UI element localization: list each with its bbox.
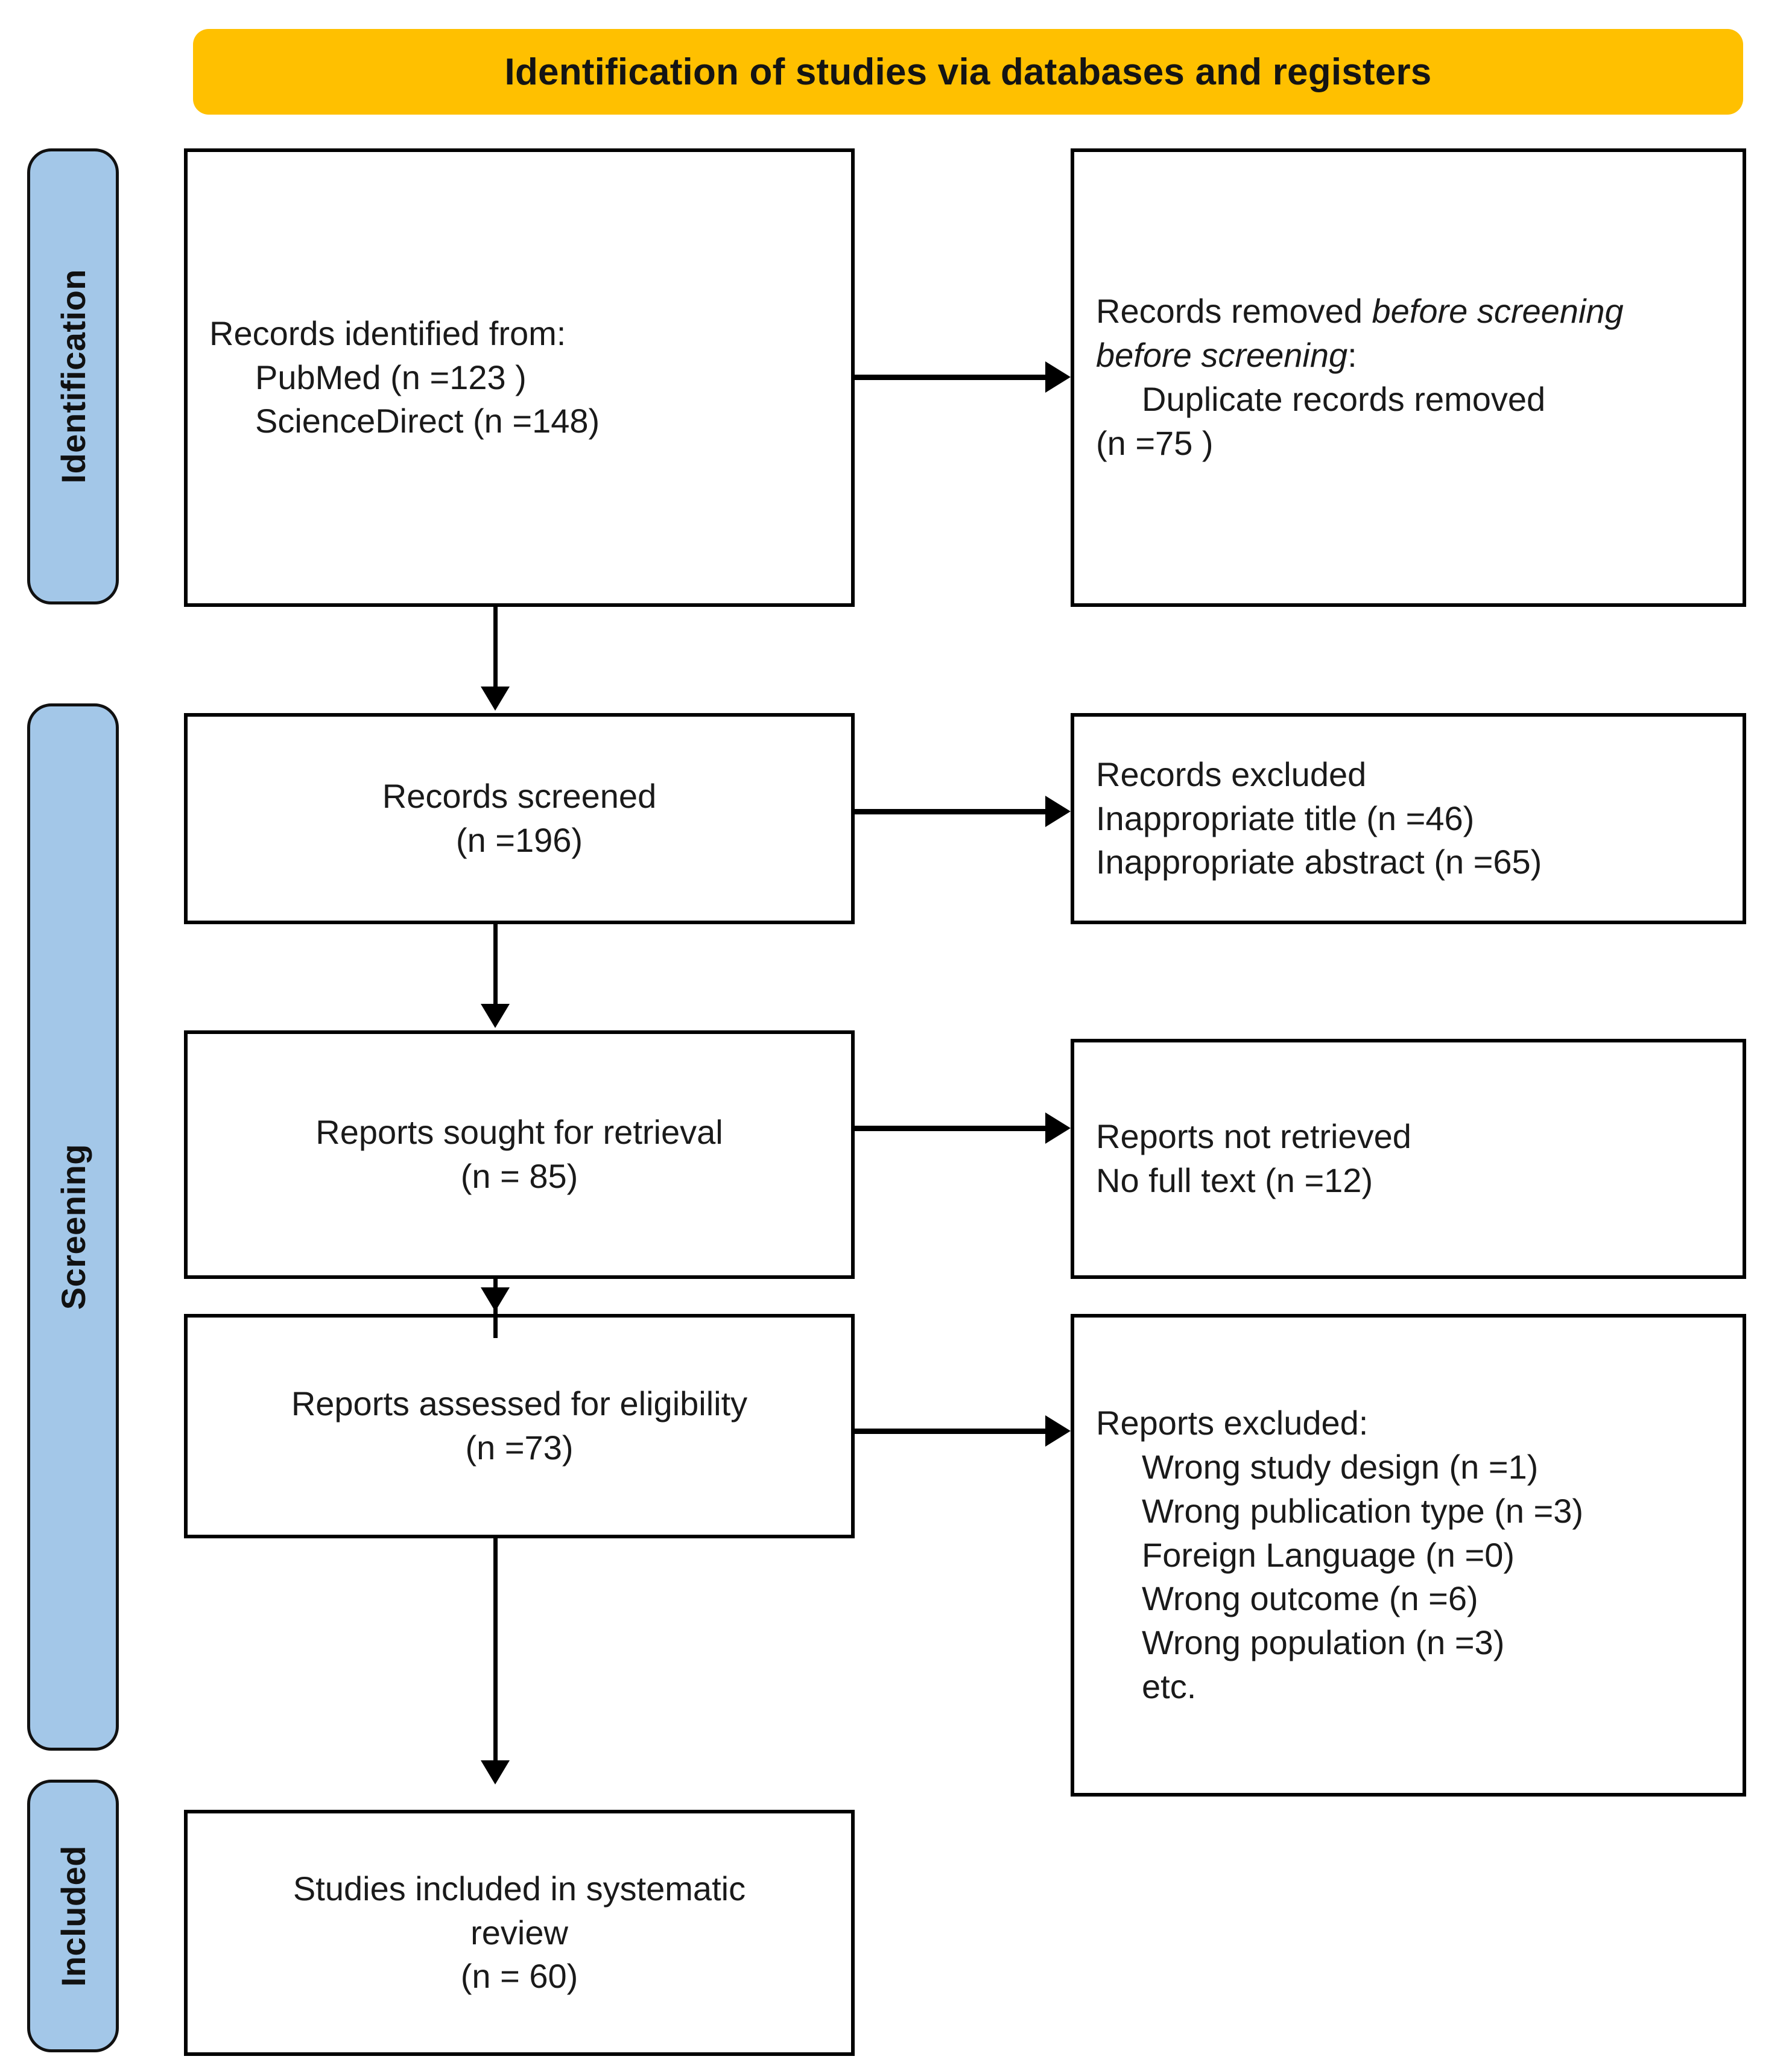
connector-assessed-to-reportsexcluded-line bbox=[855, 1429, 1046, 1434]
reports-not-retrieved-heading: Reports not retrieved bbox=[1096, 1117, 1411, 1156]
connector-screened-to-excluded-arrow-icon bbox=[1045, 796, 1071, 827]
reports-excluded-reason: Wrong publication type (n =3) bbox=[1142, 1491, 1584, 1530]
box-records-excluded: Records excluded Inappropriate title (n … bbox=[1071, 713, 1746, 924]
records-identified-pubmed: PubMed (n =123 ) bbox=[255, 358, 527, 396]
records-removed-heading-line2: before screening: bbox=[1096, 334, 1721, 378]
reports-sought-label: Reports sought for retrieval bbox=[315, 1113, 723, 1152]
records-removed-heading-italic-2: before screening bbox=[1096, 336, 1348, 375]
stage-label-included-text: Included bbox=[54, 1845, 92, 1987]
connector-identified-to-screened-arrow-icon bbox=[481, 687, 510, 711]
records-excluded-heading: Records excluded bbox=[1096, 755, 1367, 793]
stage-label-identification-text: Identification bbox=[54, 269, 92, 484]
connector-assessed-to-reportsexcluded-arrow-icon bbox=[1045, 1415, 1071, 1447]
reports-excluded-reason: Wrong outcome (n =6) bbox=[1142, 1579, 1478, 1618]
connector-screened-to-excluded-line bbox=[855, 809, 1046, 814]
records-removed-heading: Records removed before screening bbox=[1096, 290, 1721, 334]
box-studies-included: Studies included in systematic review (n… bbox=[184, 1810, 855, 2056]
reports-excluded-heading: Reports excluded: bbox=[1096, 1404, 1369, 1442]
reports-not-retrieved-nofulltext: No full text (n =12) bbox=[1096, 1161, 1373, 1199]
reports-excluded-reason: Foreign Language (n =0) bbox=[1142, 1535, 1515, 1574]
box-reports-assessed: Reports assessed for eligibility (n =73) bbox=[184, 1314, 855, 1538]
duplicate-records-removed: Duplicate records removed bbox=[1142, 380, 1546, 418]
records-removed-heading-text: Records removed bbox=[1096, 292, 1372, 331]
records-removed-colon: : bbox=[1347, 336, 1357, 375]
connector-screened-to-sought-arrow-icon bbox=[481, 1004, 510, 1028]
records-identified-sciencedirect: ScienceDirect (n =148) bbox=[255, 402, 600, 440]
connector-assessed-to-included-line bbox=[493, 1538, 498, 1778]
box-records-screened: Records screened (n =196) bbox=[184, 713, 855, 924]
connector-identified-to-removed-arrow-icon bbox=[1045, 361, 1071, 393]
studies-included-count: (n = 60) bbox=[460, 1957, 578, 1996]
connector-sought-to-notretrieved-arrow-icon bbox=[1045, 1112, 1071, 1144]
stage-label-screening-text: Screening bbox=[54, 1144, 92, 1310]
connector-identified-to-removed-line bbox=[855, 375, 1046, 380]
connector-sought-to-assessed-arrow-icon bbox=[481, 1287, 510, 1312]
records-identified-heading: Records identified from: bbox=[209, 314, 566, 352]
reports-assessed-label: Reports assessed for eligibility bbox=[291, 1384, 748, 1423]
reports-excluded-reason: Wrong study design (n =1) bbox=[1142, 1448, 1539, 1486]
records-screened-count: (n =196) bbox=[455, 821, 583, 859]
connector-screened-to-sought-line bbox=[493, 924, 498, 1005]
reports-excluded-reason: etc. bbox=[1142, 1667, 1197, 1705]
box-reports-sought: Reports sought for retrieval (n = 85) bbox=[184, 1030, 855, 1279]
connector-assessed-to-included-arrow-icon bbox=[481, 1760, 510, 1784]
connector-sought-to-notretrieved-line bbox=[855, 1126, 1046, 1131]
box-reports-not-retrieved: Reports not retrieved No full text (n =1… bbox=[1071, 1039, 1746, 1279]
studies-included-label-line2: review bbox=[470, 1913, 568, 1952]
box-records-removed: Records removed before screening before … bbox=[1071, 148, 1746, 607]
records-excluded-title: Inappropriate title (n =46) bbox=[1096, 799, 1475, 837]
diagram-header-banner: Identification of studies via databases … bbox=[193, 29, 1743, 115]
records-removed-heading-italic-1: before screening bbox=[1372, 292, 1624, 331]
reports-assessed-count: (n =73) bbox=[465, 1429, 574, 1467]
records-excluded-abstract: Inappropriate abstract (n =65) bbox=[1096, 843, 1542, 881]
stage-label-identification: Identification bbox=[27, 148, 119, 604]
stage-label-included: Included bbox=[27, 1780, 119, 2052]
studies-included-label-line1: Studies included in systematic bbox=[293, 1869, 746, 1908]
records-screened-label: Records screened bbox=[382, 777, 657, 816]
duplicate-records-count: (n =75 ) bbox=[1096, 423, 1214, 462]
box-records-identified: Records identified from: PubMed (n =123 … bbox=[184, 148, 855, 607]
diagram-title: Identification of studies via databases … bbox=[504, 51, 1432, 93]
reports-sought-count: (n = 85) bbox=[460, 1157, 578, 1195]
box-reports-excluded: Reports excluded: Wrong study design (n … bbox=[1071, 1314, 1746, 1797]
connector-identified-to-screened-line bbox=[493, 607, 498, 688]
stage-label-screening: Screening bbox=[27, 703, 119, 1751]
reports-excluded-reason: Wrong population (n =3) bbox=[1142, 1623, 1505, 1662]
